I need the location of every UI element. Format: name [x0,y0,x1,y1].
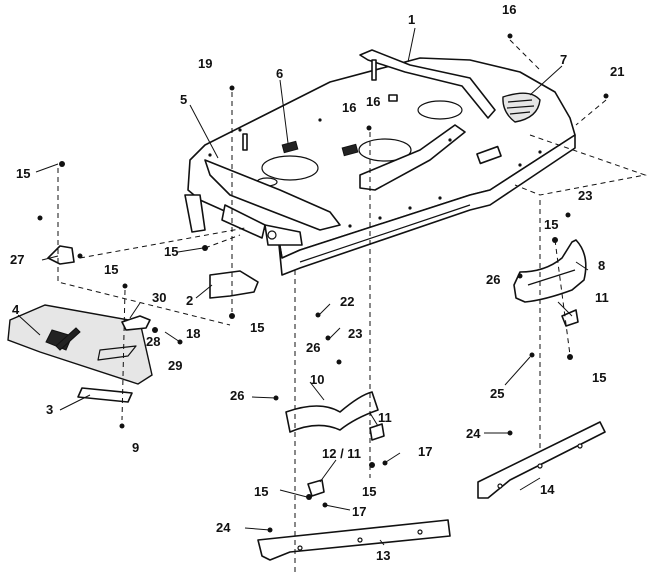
callout-16: 16 [366,94,380,109]
callout-19: 19 [198,56,212,71]
callout-17: 17 [418,444,432,459]
callout-4: 4 [12,302,20,317]
part-29-nut [152,327,158,333]
part-13-skid-strip [257,519,451,561]
part-27-bracket [47,245,75,265]
callout-14: 14 [540,482,555,497]
callout-24: 24 [216,520,231,535]
callout-13: 13 [376,548,390,563]
part-11-clip-center [369,423,385,441]
callout-9: 9 [132,440,139,455]
callout-29: 29 [168,358,182,373]
mower-deck [184,49,576,276]
part-3-bracket [77,387,133,403]
callout-12-11: 12 / 11 [322,446,361,461]
callout-21: 21 [610,64,624,79]
part-2-bracket [209,270,259,299]
fasteners [37,33,609,533]
callout-27: 27 [10,252,24,267]
callout-16: 16 [502,2,516,17]
callout-23: 23 [348,326,362,341]
callout-25: 25 [490,386,504,401]
callout-16: 16 [342,100,356,115]
callout-18: 18 [186,326,200,341]
callout-1: 1 [408,12,415,27]
callout-15: 15 [250,320,264,335]
part-30-bracket [121,315,151,331]
callout-17: 17 [352,504,366,519]
part-10-baffle [285,391,379,433]
callout-6: 6 [276,66,283,81]
callout-30: 30 [152,290,166,305]
callout-15: 15 [104,262,118,277]
part-12-clip [307,479,325,497]
callout-28: 28 [146,334,160,349]
callout-26: 26 [306,340,320,355]
callout-11-center: 11 [378,410,392,425]
callout-2: 2 [186,293,193,308]
callout-11-right: 11 [595,290,609,305]
callout-3: 3 [46,402,53,417]
callout-15: 15 [592,370,606,385]
callout-15: 15 [544,217,558,232]
leader-lines [17,27,589,546]
part-14-skid-strip [477,421,606,499]
callout-labels: 1 2 3 4 5 6 7 8 9 10 11 11 12 / 11 13 14… [10,2,624,563]
callout-26: 26 [230,388,244,403]
callout-24: 24 [466,426,481,441]
callout-10: 10 [310,372,324,387]
callout-15: 15 [16,166,30,181]
callout-15: 15 [362,484,376,499]
callout-5: 5 [180,92,187,107]
callout-22: 22 [340,294,354,309]
callout-15: 15 [164,244,178,259]
part-8-baffle [513,239,587,303]
callout-7: 7 [560,52,567,67]
assembly-lines [57,39,647,572]
callout-26: 26 [486,272,500,287]
callout-23: 23 [578,188,592,203]
discharge-deflector [7,304,153,385]
callout-15: 15 [254,484,268,499]
callout-8: 8 [598,258,605,273]
